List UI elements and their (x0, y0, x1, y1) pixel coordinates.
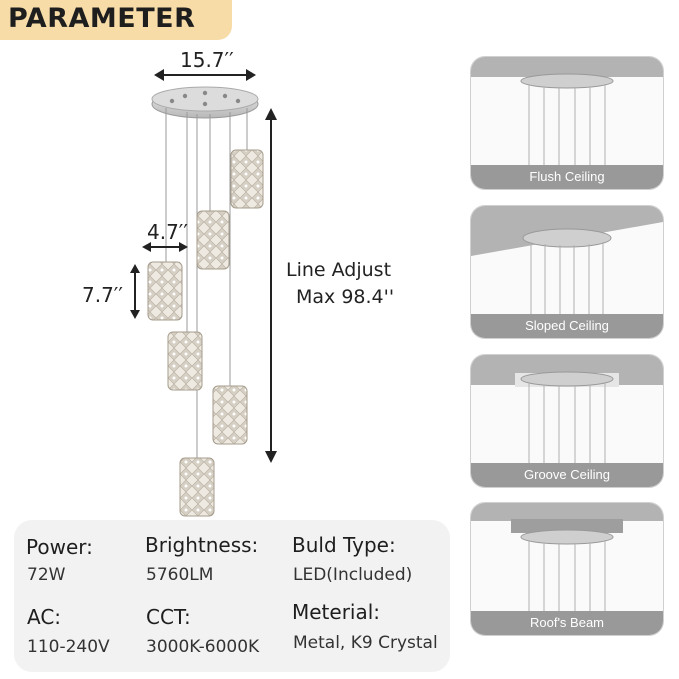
material-value: Metal, K9 Crystal (293, 633, 438, 653)
mount-caption-beam: Roof's Beam (471, 611, 663, 635)
line-adjust-arrow (265, 108, 277, 463)
mount-panel-beam: Roof's Beam (471, 503, 663, 635)
mount-caption-groove: Groove Ceiling (471, 463, 663, 487)
shade-width-arrow (142, 242, 188, 252)
crystal-shades (147, 149, 264, 517)
sloped-ceiling-icon (471, 206, 663, 314)
mount-panel-flush: Flush Ceiling (471, 57, 663, 189)
power-label: Power: (26, 535, 93, 559)
flush-ceiling-icon (471, 57, 663, 165)
power-value: 72W (27, 565, 66, 585)
ac-label: AC: (27, 605, 62, 629)
line-adjust-max-label: Max 98.4'' (296, 286, 395, 308)
cct-value: 3000K-6000K (146, 637, 260, 657)
line-adjust-label: Line Adjust (286, 259, 392, 281)
mount-panel-sloped: Sloped Ceiling (471, 206, 663, 338)
ac-value: 110-240V (27, 637, 110, 657)
mount-caption-sloped: Sloped Ceiling (471, 314, 663, 338)
material-label: Meterial: (292, 600, 381, 624)
canopy-width-label: 15.7′′ (180, 48, 234, 72)
groove-ceiling-icon (471, 355, 663, 463)
specs-card (14, 520, 450, 672)
roof-beam-icon (471, 503, 663, 611)
bulb-type-label: Buld Type: (292, 533, 396, 557)
canopy (151, 86, 259, 119)
suspension-wires (165, 108, 248, 458)
parameter-badge: PARAMETER (0, 0, 232, 40)
canopy-width-arrow (154, 69, 256, 81)
bulb-type-value: LED(Included) (293, 565, 413, 585)
mount-panel-groove: Groove Ceiling (471, 355, 663, 487)
shade-height-label: 7.7′′ (82, 283, 123, 307)
shade-width-label: 4.7′′ (147, 220, 188, 244)
brightness-value: 5760LM (146, 565, 214, 585)
mount-caption-flush: Flush Ceiling (471, 165, 663, 189)
badge-title: PARAMETER (8, 3, 196, 34)
shade-height-arrow (130, 264, 140, 319)
cct-label: CCT: (146, 605, 191, 629)
brightness-label: Brightness: (145, 533, 259, 557)
